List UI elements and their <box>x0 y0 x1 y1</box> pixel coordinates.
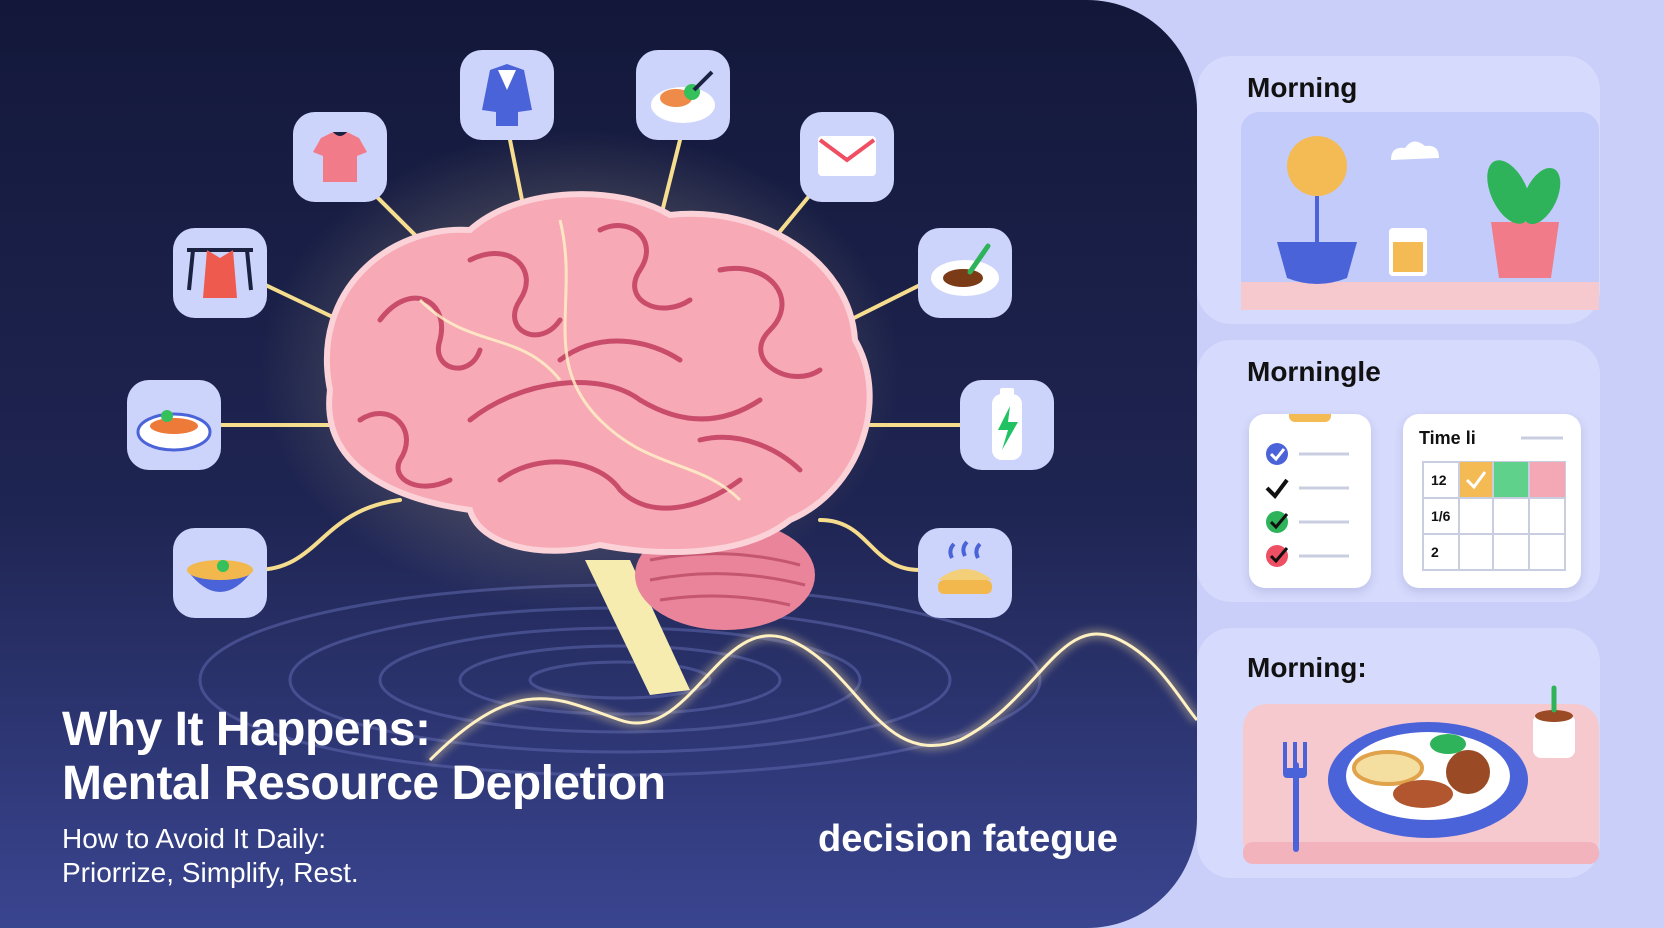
panel-2-title: Morningle <box>1247 356 1381 387</box>
tshirt-icon <box>293 112 387 202</box>
keyword-label: decision fategue <box>818 818 1118 860</box>
salad-plate-icon <box>636 50 730 140</box>
schedule-row-2: 1/6 <box>1431 508 1451 524</box>
battery-icon <box>960 380 1054 470</box>
noodle-bowl-icon <box>173 528 267 618</box>
check-circle-green-icon <box>1266 511 1289 533</box>
fork-icon <box>1283 742 1307 852</box>
check-circle-blue-icon <box>1266 443 1288 465</box>
sun-plant-water-scene <box>1241 112 1599 310</box>
title-line-2: Mental Resource Depletion <box>62 757 666 810</box>
subtitle-line-2: Priorrize, Simplify, Rest. <box>62 857 359 888</box>
brain-body <box>323 191 873 556</box>
schedule-grid <box>1422 436 1566 571</box>
decision-icon-tiles <box>127 50 1054 618</box>
morning-panel-1: Morning <box>1197 56 1600 324</box>
schedule-title: Time li <box>1419 428 1476 448</box>
dress-icon <box>173 228 267 318</box>
checklist-items <box>1265 402 1349 567</box>
left-illustration-panel: Why It Happens: Mental Resource Depletio… <box>0 0 1197 928</box>
brain-folds <box>357 223 823 511</box>
envelope-icon <box>800 112 894 202</box>
checklist-card <box>1249 402 1371 588</box>
morning-panel-3: Morning: <box>1197 628 1600 878</box>
soup-bowl-icon <box>918 228 1012 318</box>
subtitle-line-1: How to Avoid It Daily: <box>62 823 327 854</box>
schedule-row-3: 2 <box>1431 544 1439 560</box>
title-line-1: Why It Happens: <box>62 703 431 756</box>
pie-icon <box>918 528 1012 618</box>
brain-illustration <box>127 50 1197 777</box>
pasta-dish-icon <box>127 380 221 470</box>
schedule-card: Time li 12 1/6 2 <box>1403 414 1581 588</box>
jacket-icon <box>460 50 554 140</box>
schedule-row-1: 12 <box>1431 472 1447 488</box>
check-mark-black-icon <box>1265 478 1289 500</box>
breakfast-plate-scene <box>1243 685 1599 864</box>
morning-panel-2: Morningle Time li <box>1197 340 1600 602</box>
check-circle-red-icon <box>1266 545 1289 567</box>
panel-1-title: Morning <box>1247 72 1358 103</box>
panel-3-title: Morning: <box>1247 652 1367 683</box>
brain-stem <box>585 560 690 695</box>
